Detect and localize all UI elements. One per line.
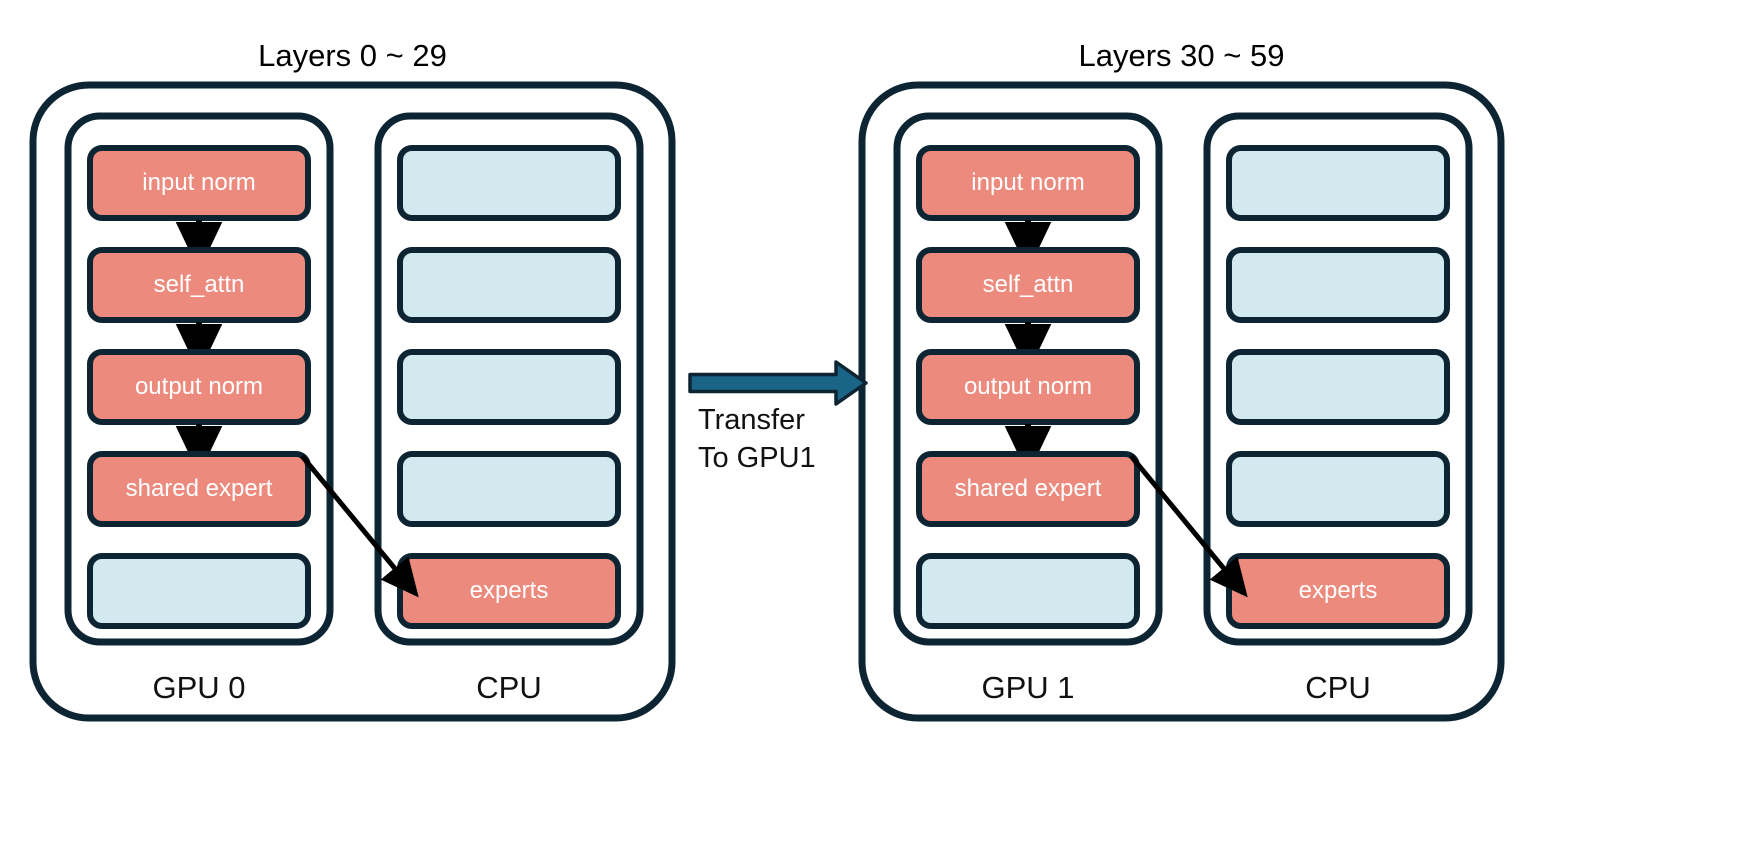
device-block-0-0 xyxy=(87,145,311,221)
transfer-label: Transfer To GPU1 xyxy=(698,402,816,477)
host-block-1-4 xyxy=(1226,553,1450,629)
device-block-1-1 xyxy=(916,247,1140,323)
cpu-column-1 xyxy=(1203,112,1473,646)
device-block-1-0 xyxy=(916,145,1140,221)
cpu-column-0 xyxy=(374,112,644,646)
transfer-label-line2: To GPU1 xyxy=(698,441,816,474)
host-block-1-0 xyxy=(1226,145,1450,221)
host-block-0-1 xyxy=(397,247,621,323)
offload-arrow-1 xyxy=(1129,454,1248,598)
host-block-1-2 xyxy=(1226,349,1450,425)
host-block-0-4 xyxy=(397,553,621,629)
host-block-0-2 xyxy=(397,349,621,425)
device-block-1-2 xyxy=(916,349,1140,425)
host-block-1-3 xyxy=(1226,451,1450,527)
device-name-label-0: GPU 0 xyxy=(152,670,246,705)
gpu-column-0 xyxy=(64,112,334,646)
host-name-label-0: CPU xyxy=(476,670,542,705)
device-name-label-1: GPU 1 xyxy=(981,670,1075,705)
device-block-1-4 xyxy=(916,553,1140,629)
panel-outer-1 xyxy=(858,81,1505,722)
panel-outer-0 xyxy=(29,81,676,722)
device-block-0-2 xyxy=(87,349,311,425)
transfer-label-line1: Transfer xyxy=(698,404,805,436)
shapes-group xyxy=(29,81,1505,722)
device-block-1-3 xyxy=(916,451,1140,527)
gpu-column-1 xyxy=(893,112,1163,646)
panel-title-0: Layers 0 ~ 29 xyxy=(258,38,447,73)
panel-title-1: Layers 30 ~ 59 xyxy=(1078,38,1285,73)
host-block-0-3 xyxy=(397,451,621,527)
device-block-0-1 xyxy=(87,247,311,323)
offload-arrow-0 xyxy=(300,454,419,598)
host-block-1-1 xyxy=(1226,247,1450,323)
device-block-0-4 xyxy=(87,553,311,629)
device-block-0-3 xyxy=(87,451,311,527)
host-name-label-1: CPU xyxy=(1305,670,1371,705)
transfer-arrow xyxy=(688,360,868,406)
host-block-0-0 xyxy=(397,145,621,221)
